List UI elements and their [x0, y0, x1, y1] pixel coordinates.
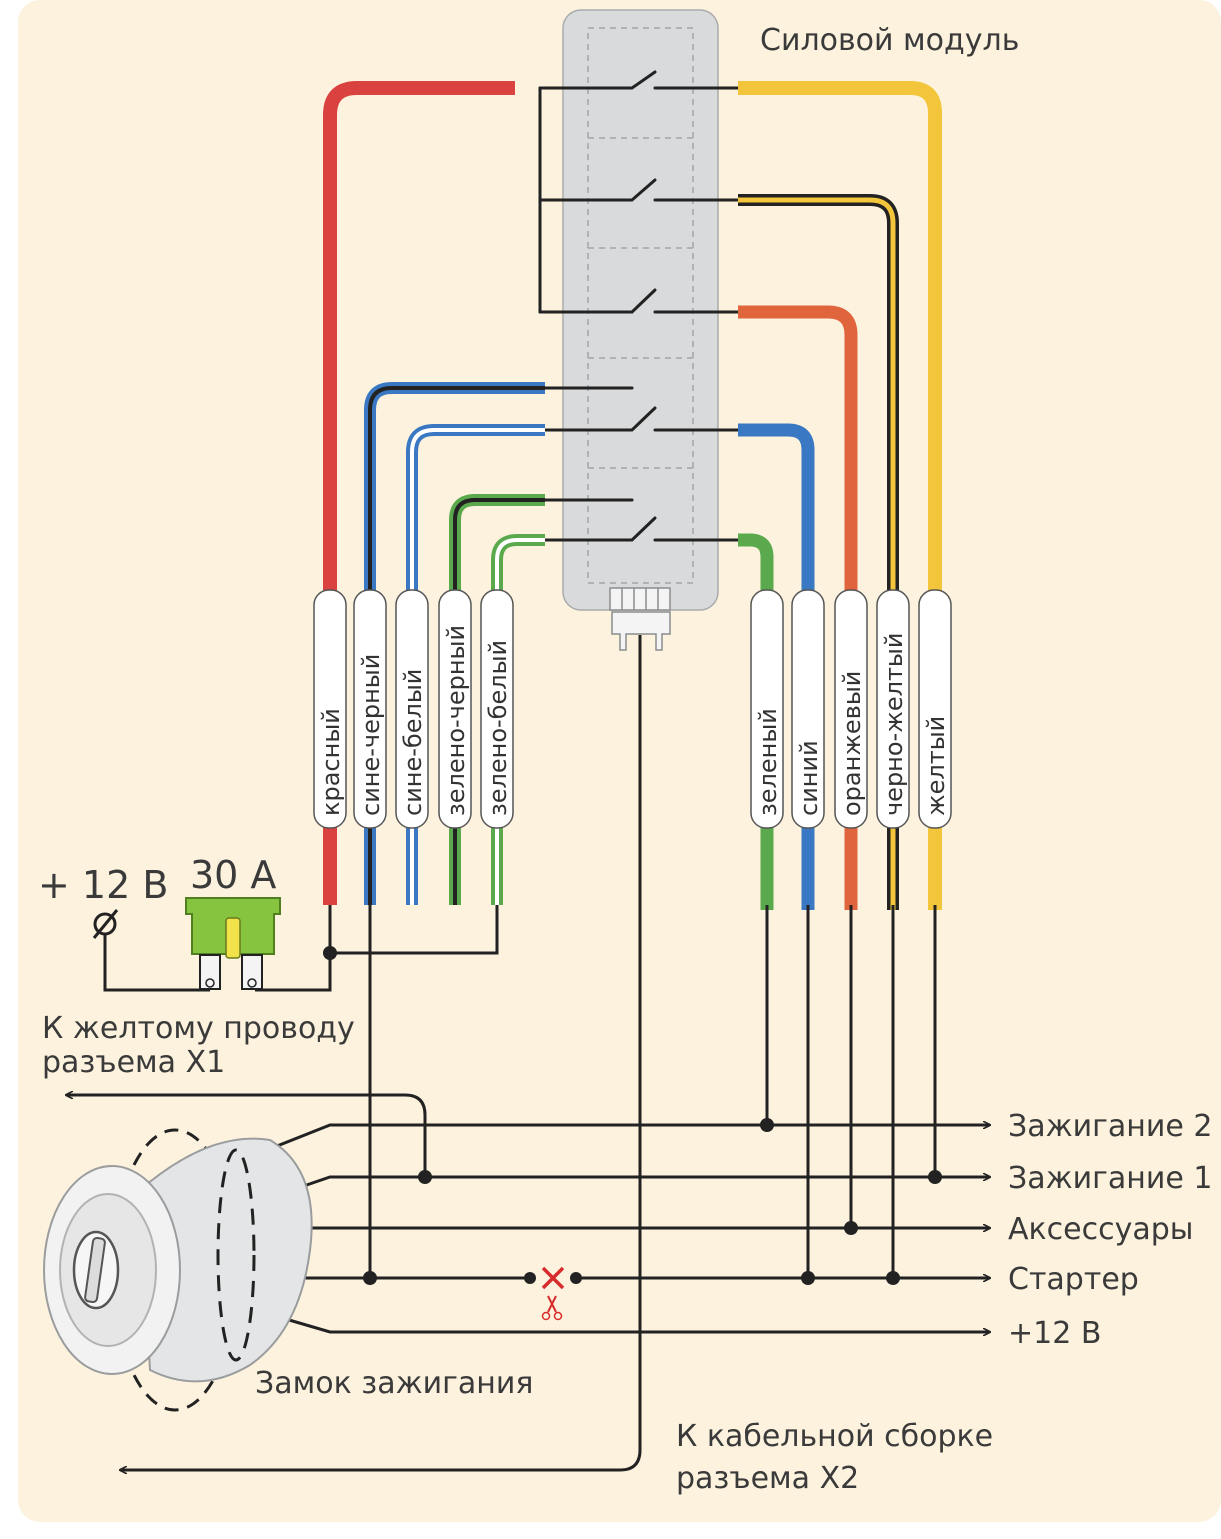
- wire-tag: желтый: [918, 589, 952, 829]
- wire-tag-body: [480, 589, 514, 829]
- wire-tag: сине-белый: [395, 589, 429, 829]
- wire-tag-label: синий: [795, 740, 823, 816]
- wire-tag-body: [791, 589, 825, 829]
- to-cable-label-line2: разъема X2: [676, 1461, 859, 1496]
- wire-tag-label: сине-белый: [399, 669, 427, 816]
- wire-blue: [738, 423, 815, 910]
- wire-tag-label: зелено-белый: [484, 640, 512, 816]
- background-panel: [18, 0, 1221, 1522]
- wire-tag-body: [750, 589, 784, 829]
- wire-tag: зелено-черный: [438, 589, 472, 829]
- left-wires: [323, 81, 545, 905]
- wire-tag-body: [395, 589, 429, 829]
- wire-tag-body: [834, 589, 868, 829]
- wire-tag-body: [918, 589, 952, 829]
- scissors-icon: [524, 1266, 582, 1321]
- wire-tag-label: черно-желтый: [880, 633, 908, 816]
- output-starter: Стартер: [1008, 1262, 1139, 1297]
- wire-tag: синий: [791, 589, 825, 829]
- junction-dots: [323, 946, 942, 1285]
- wire-red: [323, 81, 515, 905]
- wire-yellow: [738, 81, 942, 910]
- right-wires: [738, 81, 942, 910]
- to-yellow-wire-label-line2: разъема X1: [42, 1045, 225, 1080]
- output-ignition-1: Зажигание 1: [1008, 1161, 1212, 1196]
- ignition-lock-label: Замок зажигания: [255, 1366, 533, 1401]
- output-accessories: Аксессуары: [1008, 1212, 1193, 1247]
- wire-tag-label: зелено-черный: [442, 625, 470, 816]
- wire-tag-body: [313, 589, 347, 829]
- wire-tag-body: [438, 589, 472, 829]
- wire-tag-label: зеленый: [754, 708, 782, 816]
- right-wire-tags: зеленый синий оранжевый черно-желтый желтый: [750, 589, 952, 829]
- wire-tag: красный: [313, 589, 347, 829]
- wire-tag-label: сине-черный: [357, 654, 385, 816]
- wire-orange: [738, 305, 858, 910]
- wire-tag-label: оранжевый: [838, 671, 866, 816]
- to-yellow-wire-label-line1: К желтому проводу: [42, 1011, 355, 1046]
- plus12-terminal-icon: [92, 909, 119, 939]
- power-module: [538, 9, 740, 651]
- wire-tag: сине-черный: [353, 589, 387, 829]
- fuse-icon: [185, 897, 281, 990]
- power-module-label: Силовой модуль: [760, 23, 1019, 58]
- plus12-input-label: + 12 В: [38, 863, 168, 907]
- wire-tag: черно-желтый: [876, 589, 910, 829]
- to-cable-label-line1: К кабельной сборке: [676, 1419, 993, 1454]
- ignition-lock-icon: [43, 1128, 313, 1412]
- wire-tag: зелено-белый: [480, 589, 514, 829]
- output-ignition-2: Зажигание 2: [1008, 1109, 1212, 1144]
- wire-tag: зеленый: [750, 589, 784, 829]
- wire-tag: оранжевый: [834, 589, 868, 829]
- wire-green: [738, 533, 774, 910]
- left-wire-tags: красный сине-черный сине-белый зелено-черны…: [313, 589, 514, 829]
- wire-tag-label: красный: [317, 708, 345, 816]
- wire-tag-label: желтый: [922, 716, 950, 816]
- wire-tag-body: [353, 589, 387, 829]
- fuse-rating-label: 30 А: [190, 853, 276, 897]
- wire-tag-body: [876, 589, 910, 829]
- module-connector: [609, 587, 671, 651]
- output-plus12: +12 В: [1008, 1316, 1101, 1351]
